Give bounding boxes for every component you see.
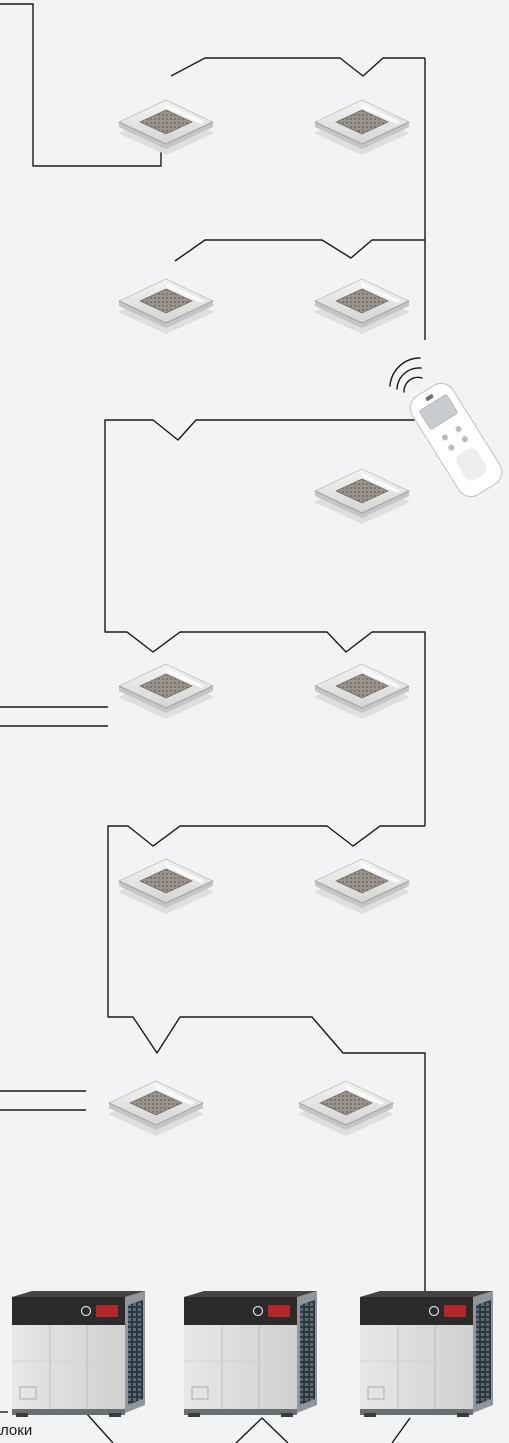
outdoor-vrf-unit-icon [12,1291,145,1417]
cassette-ac-icon [118,859,214,914]
pipe-bottom-left [87,1414,113,1443]
pipe-row2 [175,240,425,261]
outdoor-units-caption: локи [0,1423,32,1439]
indoor-units [108,100,410,1136]
cassette-ac-icon [298,1081,394,1136]
cassette-ac-icon [108,1081,204,1136]
wireless-signal-icon [390,358,422,392]
outdoor-vrf-unit-icon [360,1291,493,1417]
pipe-bottom-mid [236,1418,288,1443]
cassette-ac-icon [118,279,214,334]
outdoor-units [12,1291,493,1417]
pipe-top-left [0,4,161,166]
cassette-ac-icon [314,859,410,914]
pipe-bottom-right [392,1418,410,1443]
outdoor-vrf-unit-icon [184,1291,317,1417]
cassette-ac-icon [314,100,410,155]
pipe-row1 [171,58,425,76]
cassette-ac-icon [118,100,214,155]
remote-control-icon [405,378,507,502]
cassette-ac-icon [314,664,410,719]
cassette-ac-icon [314,279,410,334]
refrigerant-pipes [0,4,425,1443]
cassette-ac-icon [118,664,214,719]
cassette-ac-icon [314,469,410,524]
